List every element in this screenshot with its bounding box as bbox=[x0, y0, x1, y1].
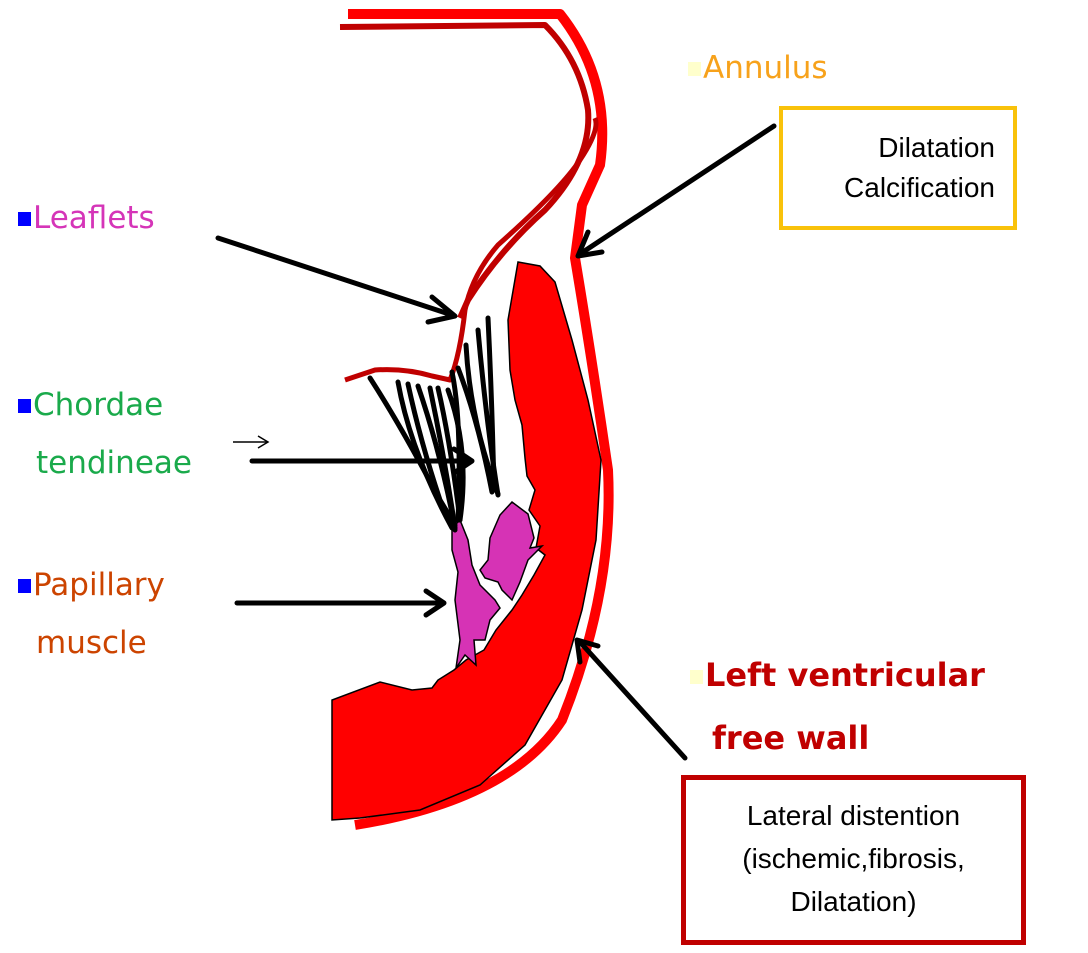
small-arrow-icon bbox=[233, 436, 268, 448]
chordae-label: Chordae bbox=[18, 380, 163, 430]
atrial-wall-upper bbox=[340, 25, 588, 318]
bullet-icon bbox=[18, 212, 31, 226]
papillary-label-line1: Papillary bbox=[33, 567, 165, 603]
annulus-box-line1: Dilatation bbox=[783, 128, 995, 168]
lv-info-box: Lateral distention (ischemic,fibrosis, D… bbox=[681, 775, 1026, 945]
lv-wall-label-line1: Left ventricular bbox=[705, 656, 985, 694]
lv-wall-label-2: free wall bbox=[712, 713, 869, 763]
chordae-label-line2: tendineae bbox=[36, 445, 192, 481]
bullet-icon bbox=[18, 399, 31, 413]
lv-wall-label: Left ventricular bbox=[690, 650, 985, 700]
lv-box-line2: (ischemic,fibrosis, bbox=[686, 837, 1021, 880]
annulus-label: Annulus bbox=[688, 43, 828, 93]
leaflets-label-text: Leaflets bbox=[33, 200, 155, 236]
annulus-box-line2: Calcification bbox=[783, 168, 995, 208]
lv-wall-label-line2: free wall bbox=[712, 719, 869, 757]
chordae-label-line1: Chordae bbox=[33, 387, 163, 423]
bullet-icon bbox=[688, 62, 701, 76]
lv-box-line3: Dilatation) bbox=[686, 880, 1021, 923]
papillary-label-line2: muscle bbox=[36, 625, 147, 661]
annulus-info-box: Dilatation Calcification bbox=[779, 106, 1017, 230]
bullet-icon bbox=[690, 670, 703, 684]
chordae-label-2: tendineae bbox=[36, 438, 192, 488]
lv-box-line1: Lateral distention bbox=[686, 794, 1021, 837]
chordae-strands bbox=[370, 318, 498, 530]
leaflets-label: Leaflets bbox=[18, 193, 155, 243]
papillary-label: Papillary bbox=[18, 560, 165, 610]
bullet-icon bbox=[18, 579, 31, 593]
papillary-label-2: muscle bbox=[36, 618, 147, 668]
annulus-label-text: Annulus bbox=[703, 50, 828, 86]
